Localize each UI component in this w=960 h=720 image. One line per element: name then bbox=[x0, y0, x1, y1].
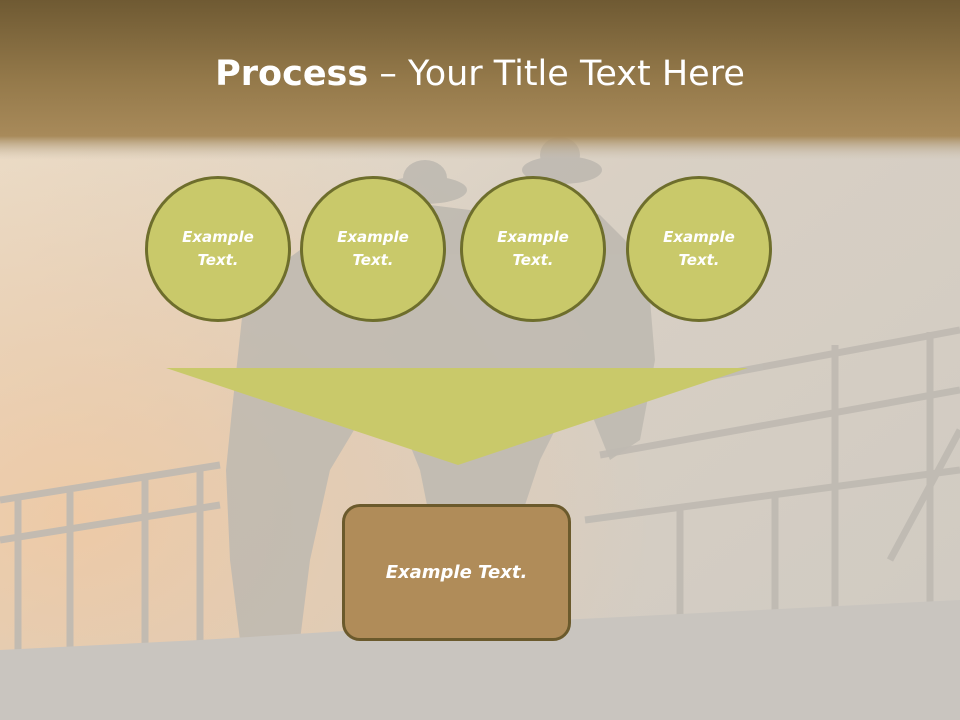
process-step-2-label: Example Text. bbox=[337, 228, 409, 269]
title-rest: – Your Title Text Here bbox=[368, 54, 745, 94]
process-step-1-label: Example Text. bbox=[182, 228, 254, 269]
process-step-2[interactable]: Example Text. bbox=[300, 176, 446, 322]
result-box-label: Example Text. bbox=[385, 562, 528, 583]
process-step-3[interactable]: Example Text. bbox=[460, 176, 606, 322]
process-step-1[interactable]: Example Text. bbox=[145, 176, 291, 322]
process-step-4-label: Example Text. bbox=[663, 228, 735, 269]
process-step-4[interactable]: Example Text. bbox=[626, 176, 772, 322]
process-step-3-label: Example Text. bbox=[497, 228, 569, 269]
title-bold: Process bbox=[215, 54, 369, 94]
slide-title: Process – Your Title Text Here bbox=[0, 52, 960, 96]
result-box[interactable]: Example Text. bbox=[342, 504, 571, 641]
